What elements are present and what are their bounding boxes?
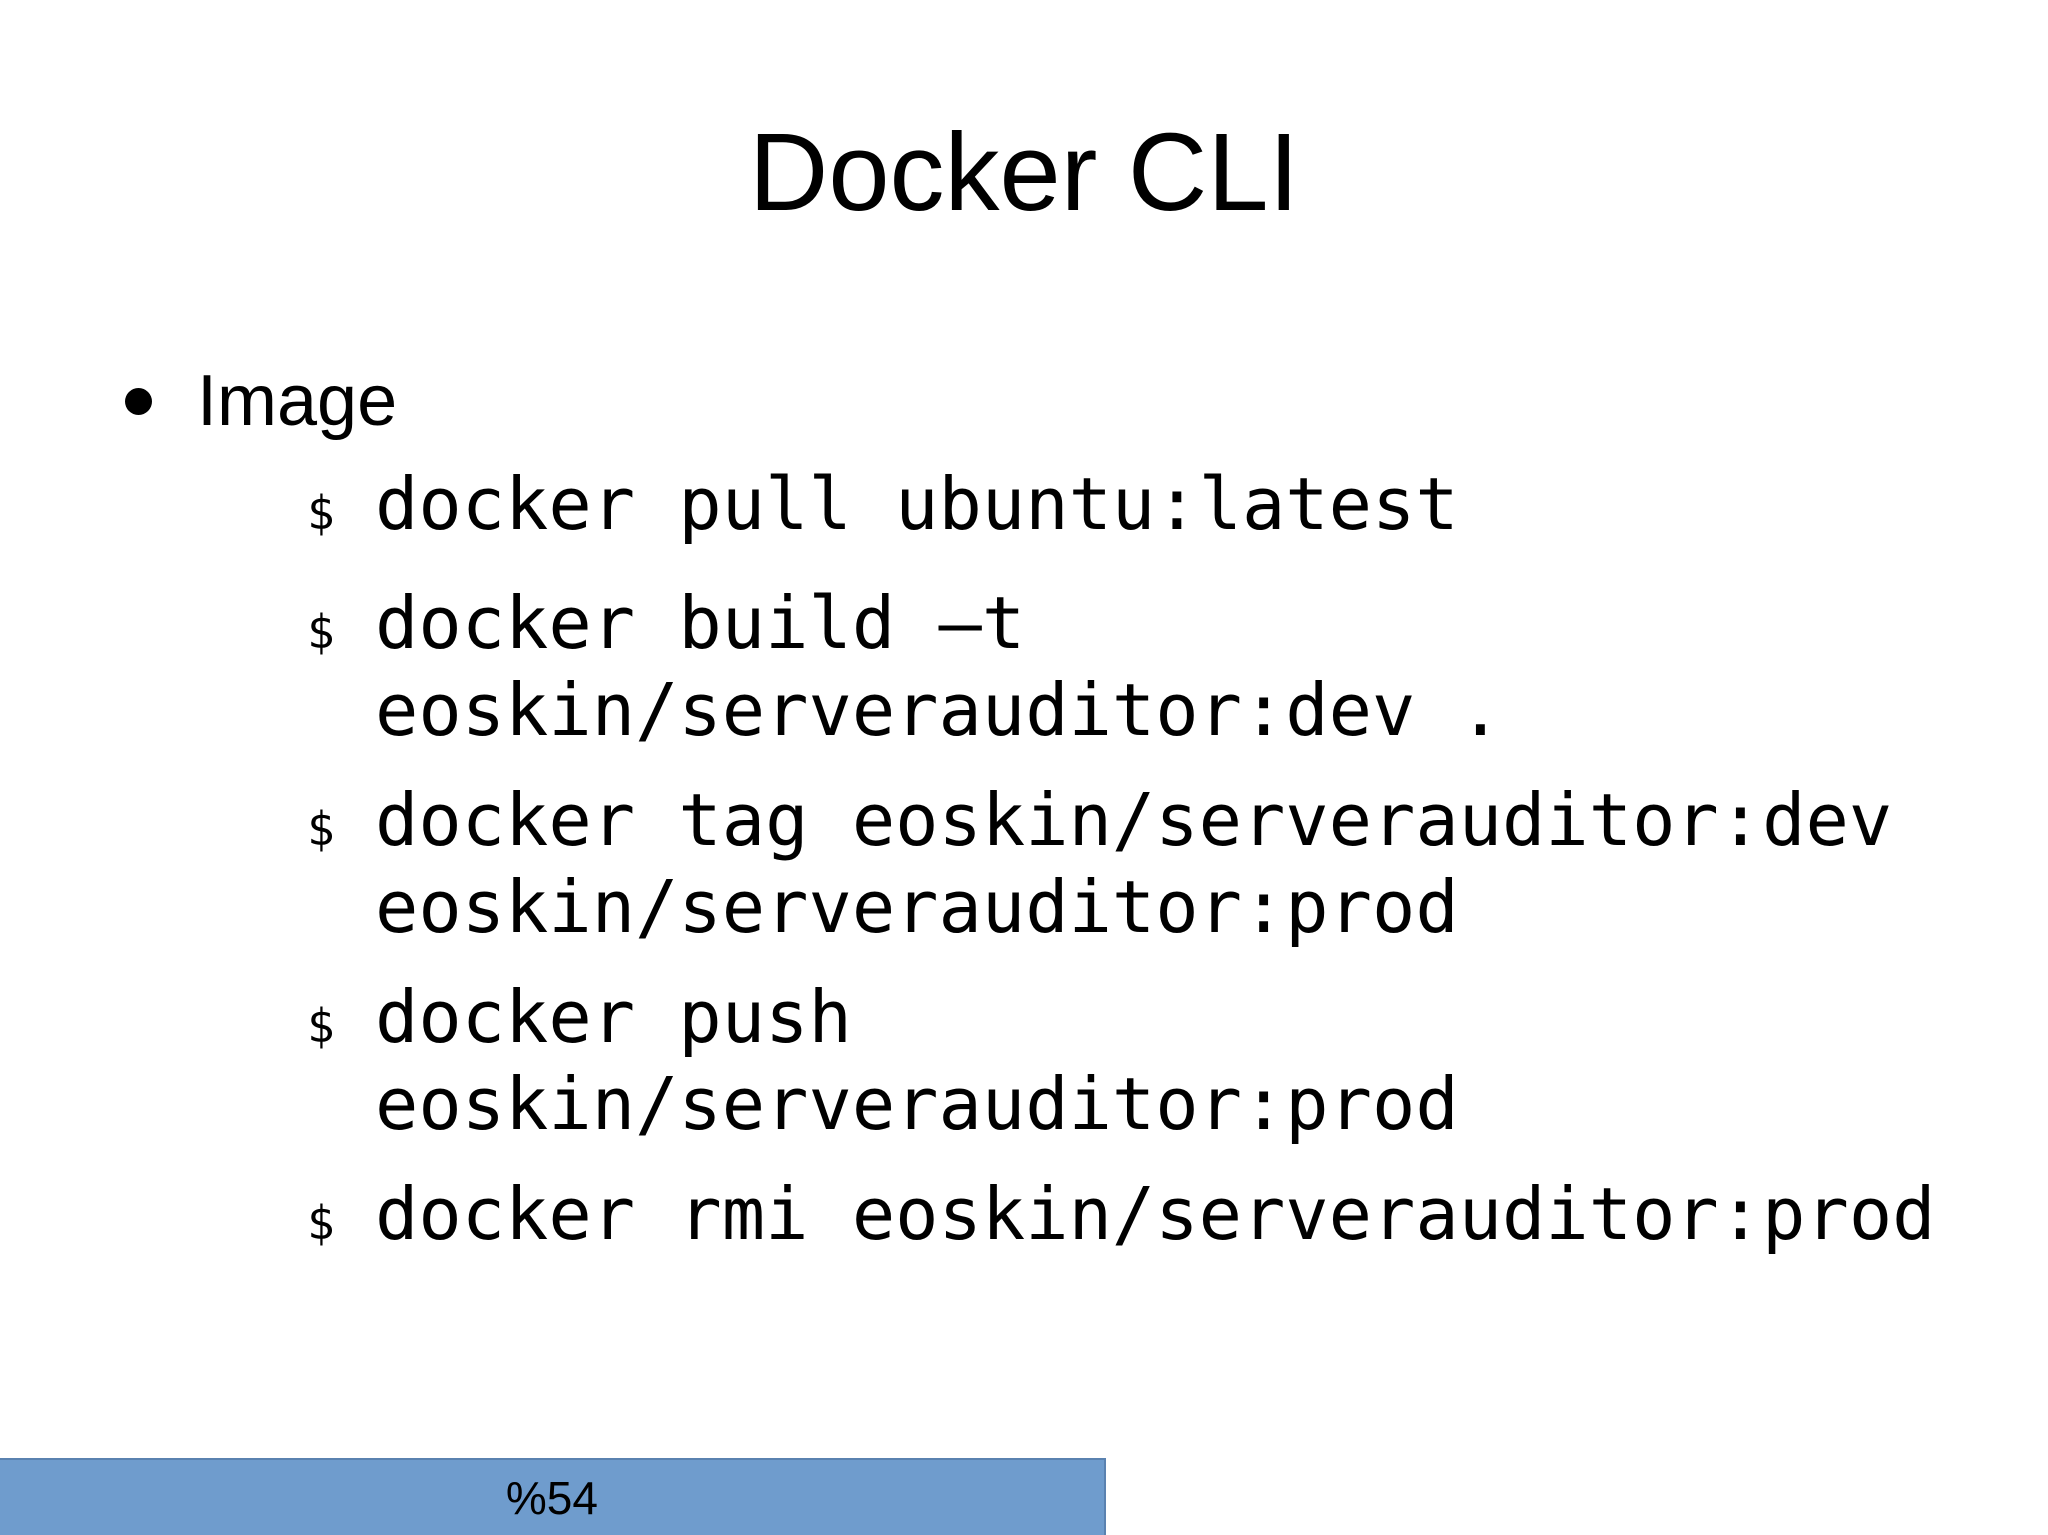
command-line: docker build –t: [375, 581, 1026, 665]
command-docker-tag: $ docker tag eoskin/serverauditor:dev eo…: [307, 777, 1936, 951]
shell-prompt: $: [307, 999, 335, 1053]
command-line-wrap: eoskin/serverauditor:prod: [375, 1062, 1459, 1146]
command-docker-pull: $ docker pull ubuntu:latest: [307, 461, 1936, 557]
shell-prompt: $: [307, 486, 335, 540]
shell-prompt: $: [307, 1196, 335, 1250]
shell-prompt: $: [307, 802, 335, 856]
command-text: docker push eoskin/serverauditor:prod: [375, 974, 1459, 1148]
command-line-wrap: eoskin/serverauditor:dev .: [375, 668, 1503, 752]
command-list: $ docker pull ubuntu:latest $ docker bui…: [307, 461, 1936, 1290]
command-text: docker tag eoskin/serverauditor:dev eosk…: [375, 777, 1892, 951]
command-text: docker build –t eoskin/serverauditor:dev…: [375, 580, 1502, 754]
bullet-label: Image: [197, 361, 398, 441]
shell-prompt: $: [307, 605, 335, 659]
slide-title: Docker CLI: [748, 111, 1300, 234]
command-line: docker rmi eoskin/serverauditor:prod: [375, 1172, 1936, 1256]
command-text: docker pull ubuntu:latest: [375, 461, 1459, 548]
command-line: docker push: [375, 975, 852, 1059]
command-docker-push: $ docker push eoskin/serverauditor:prod: [307, 974, 1936, 1148]
command-line: docker tag eoskin/serverauditor:dev: [375, 778, 1893, 862]
bullet-icon: [125, 387, 152, 415]
command-line: docker pull ubuntu:latest: [375, 462, 1459, 546]
bullet-item-image: Image: [125, 358, 397, 444]
command-line-wrap: eoskin/serverauditor:prod: [375, 865, 1459, 949]
command-text: docker rmi eoskin/serverauditor:prod: [375, 1171, 1936, 1258]
command-docker-rmi: $ docker rmi eoskin/serverauditor:prod: [307, 1171, 1936, 1267]
progress-label: %54: [505, 1471, 598, 1524]
progress-bar: %54: [0, 1458, 1106, 1535]
command-docker-build: $ docker build –t eoskin/serverauditor:d…: [307, 580, 1936, 754]
